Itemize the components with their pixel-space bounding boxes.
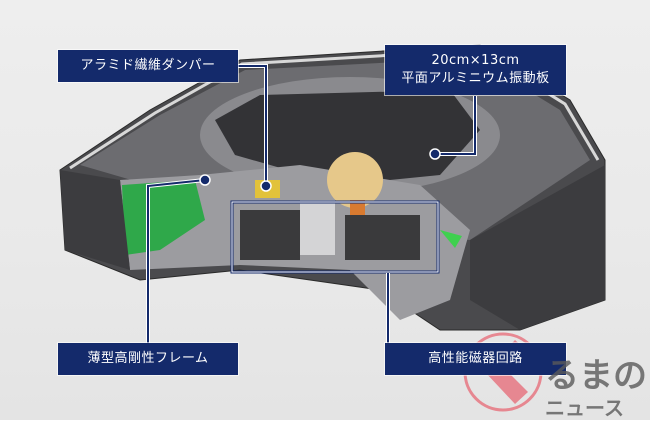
magnet-label: 高性能磁器回路 bbox=[385, 343, 566, 375]
watermark-text-top: るまの bbox=[545, 356, 647, 396]
frame-label: 薄型高剛性フレーム bbox=[58, 343, 238, 375]
diaphragm-size: 20cm×13cm bbox=[431, 53, 520, 68]
diaphragm-name: 平面アルミニウム振動板 bbox=[401, 71, 550, 86]
watermark-text-bottom: ニュース bbox=[545, 396, 624, 420]
damper-label: アラミド繊維ダンパー bbox=[58, 50, 238, 82]
diaphragm-label: 20cm×13cm 平面アルミニウム振動板 bbox=[385, 45, 566, 95]
